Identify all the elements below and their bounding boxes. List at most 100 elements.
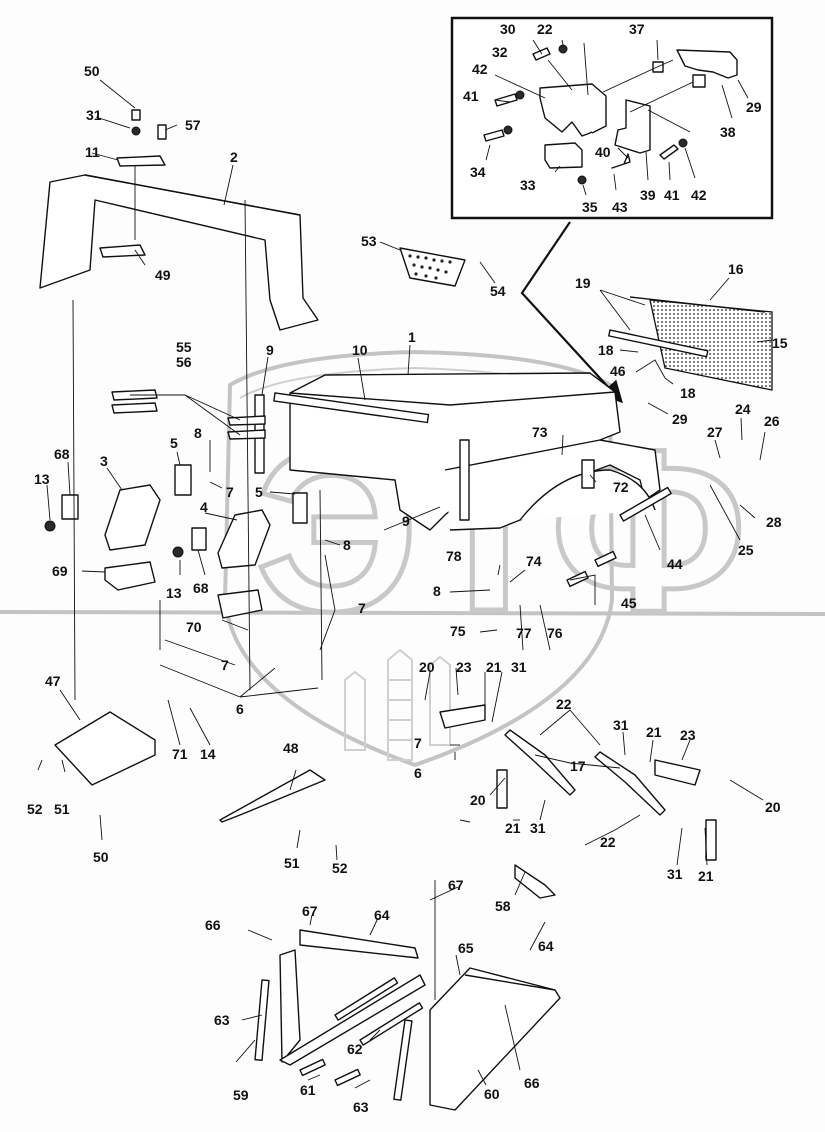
callout-6: 6 — [414, 765, 422, 781]
callout-39: 39 — [640, 187, 656, 203]
callout-18: 18 — [598, 342, 614, 358]
gas-struts-part-17 — [439, 704, 717, 899]
callout-62: 62 — [347, 1041, 363, 1057]
callout-7: 7 — [226, 484, 234, 500]
callout-18: 18 — [680, 385, 696, 401]
callout-7: 7 — [221, 657, 229, 673]
callout-16: 16 — [728, 261, 744, 277]
callout-71: 71 — [172, 746, 188, 762]
side-panels — [254, 929, 561, 1111]
callout-55: 55 — [176, 339, 192, 355]
callout-45: 45 — [621, 595, 637, 611]
callout-68: 68 — [54, 446, 70, 462]
callout-20: 20 — [765, 799, 781, 815]
callout-63: 63 — [214, 1012, 230, 1028]
watermark-wheat-icon — [344, 648, 451, 761]
callout-53: 53 — [361, 233, 377, 249]
callout-32: 32 — [492, 44, 508, 60]
callout-15: 15 — [772, 335, 788, 351]
callout-44: 44 — [667, 556, 683, 572]
callout-41: 41 — [664, 187, 680, 203]
callout-74: 74 — [526, 553, 542, 569]
callout-42: 42 — [472, 61, 488, 77]
callout-35: 35 — [582, 199, 598, 215]
callout-27: 27 — [707, 424, 723, 440]
callout-5: 5 — [170, 435, 178, 451]
callout-8: 8 — [433, 583, 441, 599]
watermark-shield-outline — [222, 349, 615, 768]
callout-11: 11 — [85, 144, 100, 160]
frame-part-2 — [39, 109, 319, 331]
callout-13: 13 — [166, 585, 182, 601]
callout-34: 34 — [470, 164, 486, 180]
callout-31: 31 — [530, 820, 546, 836]
callout-29: 29 — [746, 99, 762, 115]
callout-37: 37 — [629, 21, 645, 37]
callout-73: 73 — [532, 424, 548, 440]
callout-54: 54 — [490, 283, 506, 299]
callout-2: 2 — [230, 149, 238, 165]
callout-38: 38 — [720, 124, 736, 140]
callout-7: 7 — [358, 600, 366, 616]
callout-22: 22 — [600, 834, 616, 850]
callout-23: 23 — [680, 727, 696, 743]
callout-66: 66 — [205, 917, 221, 933]
callout-63: 63 — [353, 1099, 369, 1115]
callout-50: 50 — [93, 849, 109, 865]
leader-lines — [37, 79, 773, 1089]
callout-52: 52 — [27, 801, 43, 817]
callout-41: 41 — [463, 88, 479, 104]
callout-23: 23 — [456, 659, 472, 675]
callout-25: 25 — [738, 542, 754, 558]
callout-64: 64 — [538, 938, 554, 954]
lower-brackets — [54, 711, 326, 823]
support-brackets — [44, 389, 308, 619]
callout-19: 19 — [575, 275, 591, 291]
callout-21: 21 — [646, 724, 662, 740]
callout-72: 72 — [613, 479, 629, 495]
callout-48: 48 — [283, 740, 299, 756]
callout-7: 7 — [414, 735, 422, 751]
callout-26: 26 — [764, 413, 780, 429]
callout-65: 65 — [458, 940, 474, 956]
callout-70: 70 — [186, 619, 202, 635]
callout-8: 8 — [343, 537, 351, 553]
callout-labels: 30 22 37 32 42 41 29 38 34 40 33 35 43 3… — [27, 21, 788, 1115]
callout-24: 24 — [735, 401, 751, 417]
detail-pointer-arrow — [520, 221, 623, 404]
callout-49: 49 — [155, 267, 171, 283]
callout-43: 43 — [612, 199, 628, 215]
callout-9: 9 — [402, 513, 410, 529]
callout-21: 21 — [505, 820, 521, 836]
callout-31: 31 — [511, 659, 527, 675]
callout-3: 3 — [100, 453, 108, 469]
callout-22: 22 — [556, 696, 572, 712]
callout-6: 6 — [236, 701, 244, 717]
callout-33: 33 — [520, 177, 536, 193]
callout-31: 31 — [667, 866, 683, 882]
callout-66: 66 — [524, 1075, 540, 1091]
callout-22: 22 — [537, 21, 553, 37]
callout-46: 46 — [610, 363, 626, 379]
callout-21: 21 — [486, 659, 502, 675]
callout-4: 4 — [200, 499, 208, 515]
callout-60: 60 — [484, 1086, 500, 1102]
callout-13: 13 — [34, 471, 50, 487]
callout-21: 21 — [698, 868, 714, 884]
callout-51: 51 — [284, 855, 300, 871]
callout-47: 47 — [45, 673, 61, 689]
callout-42: 42 — [691, 187, 707, 203]
callout-58: 58 — [495, 898, 511, 914]
callout-5: 5 — [255, 484, 263, 500]
callout-78: 78 — [446, 548, 462, 564]
callout-31: 31 — [86, 107, 102, 123]
callout-56: 56 — [176, 354, 192, 370]
callout-30: 30 — [500, 21, 516, 37]
callout-50: 50 — [84, 63, 100, 79]
callout-57: 57 — [185, 117, 201, 133]
callout-68: 68 — [193, 580, 209, 596]
callout-75: 75 — [450, 623, 466, 639]
callout-9: 9 — [266, 342, 274, 358]
callout-14: 14 — [200, 746, 216, 762]
